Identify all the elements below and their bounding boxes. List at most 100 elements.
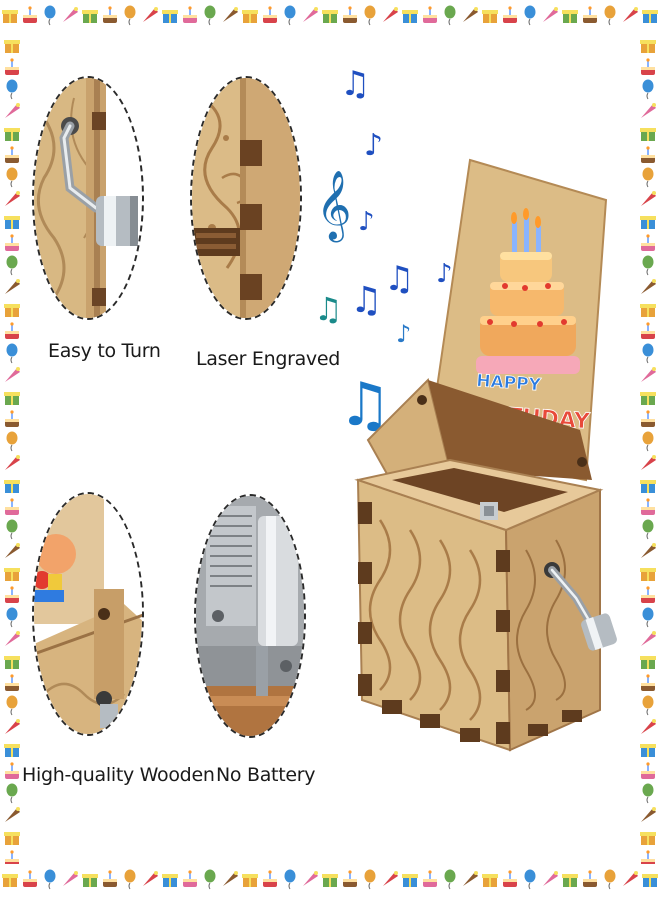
party-icon xyxy=(642,695,654,716)
party-icon xyxy=(5,322,19,339)
party-icon xyxy=(4,40,20,53)
party-icon xyxy=(482,874,498,887)
party-icon xyxy=(322,10,338,23)
party-icon xyxy=(364,869,376,890)
party-icon xyxy=(6,167,18,188)
party-icon xyxy=(642,519,654,540)
party-icon xyxy=(641,410,655,427)
party-icon xyxy=(642,343,654,364)
feature-circle-easy-to-turn xyxy=(32,76,144,320)
birthday-cake-icon xyxy=(476,208,580,374)
lid-lettering-happy: HAPPY xyxy=(476,371,543,396)
party-icon xyxy=(623,7,638,22)
party-icon xyxy=(423,870,437,887)
party-icon xyxy=(444,869,456,890)
party-icon xyxy=(5,455,20,470)
party-icon xyxy=(640,832,656,845)
party-icon xyxy=(303,871,318,886)
party-icon xyxy=(124,5,136,26)
party-icon xyxy=(524,869,536,890)
party-icon xyxy=(642,167,654,188)
party-icon xyxy=(4,744,20,757)
party-icon xyxy=(4,216,20,229)
music-mechanism-icon xyxy=(196,496,304,736)
party-icon xyxy=(562,874,578,887)
party-icon xyxy=(642,79,654,100)
party-icon xyxy=(284,869,296,890)
party-icon xyxy=(2,10,18,23)
party-icon xyxy=(383,871,398,886)
party-icon xyxy=(640,128,656,141)
party-icon xyxy=(642,255,654,276)
party-icon xyxy=(223,7,238,22)
wood-panel-icon xyxy=(34,494,142,734)
party-icon xyxy=(4,656,20,669)
party-icon xyxy=(6,695,18,716)
party-icon xyxy=(5,807,20,822)
party-icon xyxy=(6,255,18,276)
party-icon xyxy=(183,870,197,887)
party-icon xyxy=(4,304,20,317)
party-icon xyxy=(343,6,357,23)
party-icon xyxy=(162,874,178,887)
party-icon xyxy=(103,870,117,887)
party-icon xyxy=(82,10,98,23)
party-icon xyxy=(5,146,19,163)
party-icon xyxy=(6,343,18,364)
party-icon xyxy=(44,869,56,890)
party-icon xyxy=(204,5,216,26)
music-notes: ♫ ♪ 𝄞 ♪ ♫ ♪ ♫ ♫ ♪ ♫ xyxy=(314,64,453,440)
party-icon xyxy=(5,674,19,691)
feature-caption: High-quality Wooden xyxy=(22,764,215,786)
party-icon xyxy=(2,874,18,887)
party-icon xyxy=(204,869,216,890)
party-icon xyxy=(641,58,655,75)
party-icon xyxy=(402,874,418,887)
music-note-icon: ♪ xyxy=(364,128,383,163)
party-icon xyxy=(143,871,158,886)
party-icon xyxy=(640,480,656,493)
party-icon xyxy=(6,607,18,628)
party-icon xyxy=(423,6,437,23)
party-icon xyxy=(543,871,558,886)
party-icon xyxy=(640,40,656,53)
party-icon xyxy=(641,191,656,206)
party-icon xyxy=(383,7,398,22)
party-icon xyxy=(5,586,19,603)
feature-caption: Easy to Turn xyxy=(48,340,161,362)
party-icon xyxy=(642,607,654,628)
party-icon xyxy=(364,5,376,26)
party-icon xyxy=(5,234,19,251)
decorative-border-bottom xyxy=(0,868,660,894)
party-icon xyxy=(641,719,656,734)
party-icon xyxy=(524,5,536,26)
party-icon xyxy=(543,7,558,22)
party-icon xyxy=(641,322,655,339)
party-icon xyxy=(263,6,277,23)
party-icon xyxy=(82,874,98,887)
party-icon xyxy=(463,7,478,22)
party-icon xyxy=(640,216,656,229)
party-icon xyxy=(4,832,20,845)
party-icon xyxy=(5,631,20,646)
party-icon xyxy=(642,874,658,887)
party-icon xyxy=(63,7,78,22)
music-box-illustration: ♫ ♪ 𝄞 ♪ ♫ ♪ ♫ ♫ ♪ ♫ xyxy=(300,50,630,770)
party-icon xyxy=(5,410,19,427)
party-icon xyxy=(604,869,616,890)
music-note-icon: ♪ xyxy=(396,320,411,348)
music-note-icon: ♫ xyxy=(340,64,370,104)
party-icon xyxy=(641,631,656,646)
party-icon xyxy=(503,6,517,23)
music-note-icon: ♫ xyxy=(314,290,343,328)
party-icon xyxy=(444,5,456,26)
party-icon xyxy=(641,498,655,515)
party-icon xyxy=(5,719,20,734)
party-icon xyxy=(162,10,178,23)
party-icon xyxy=(242,874,258,887)
party-icon xyxy=(503,870,517,887)
party-icon xyxy=(5,279,20,294)
party-icon xyxy=(583,6,597,23)
party-icon xyxy=(4,568,20,581)
engraved-corner-icon xyxy=(192,78,300,318)
